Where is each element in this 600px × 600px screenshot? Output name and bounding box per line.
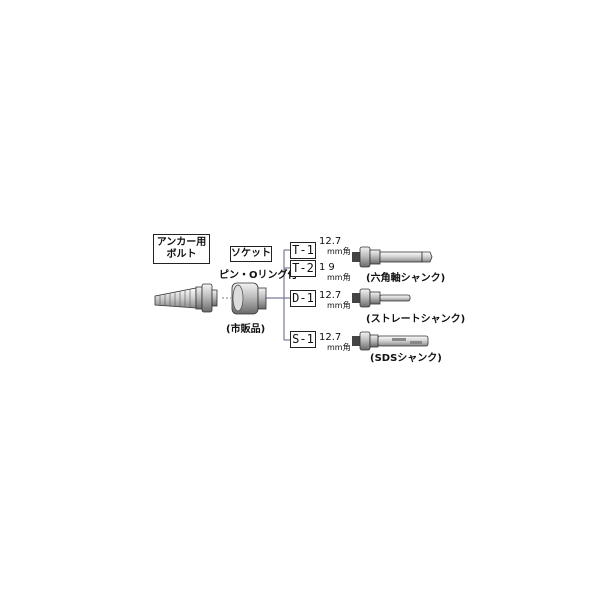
adapter-code-s1: S-1	[290, 331, 316, 348]
commercial-product-label: (市販品)	[226, 324, 266, 335]
socket-label-box: ソケット	[230, 246, 272, 262]
pin-oring-label: ピン・Oリング付	[219, 270, 298, 281]
sds-shank-illustration	[352, 331, 429, 351]
adapter-size-s1: 12.7	[319, 332, 342, 343]
sds-shank-label: (SDSシャンク)	[370, 353, 442, 364]
adapter-size-t2: 19	[319, 262, 338, 273]
adapter-unit-d1: mm角	[327, 301, 351, 310]
straight-shank-illustration	[352, 288, 411, 308]
socket-illustration	[222, 282, 267, 315]
anchor-bolt-label-line2: ボルト	[166, 248, 197, 260]
adapter-code-t1: T-1	[290, 242, 316, 259]
anchor-bolt-label-box: アンカー用 ボルト	[153, 234, 210, 264]
adapter-unit-t1: mm角	[327, 247, 351, 256]
adapter-size-d1: 12.7	[319, 290, 342, 301]
adapter-code-t2: T-2	[290, 260, 316, 277]
socket-label: ソケット	[231, 248, 271, 259]
hex-shank-illustration	[352, 246, 433, 268]
adapter-size-t1: 12.7	[319, 236, 342, 247]
connector-lines	[266, 249, 290, 341]
adapter-unit-s1: mm角	[327, 343, 351, 352]
anchor-bolt-label-line1: アンカー用	[156, 237, 207, 248]
adapter-unit-t2: mm角	[327, 273, 351, 282]
adapter-code-d1: D-1	[290, 290, 316, 307]
straight-shank-label: (ストレートシャンク)	[366, 314, 466, 325]
hex-shank-label: (六角軸シャンク)	[366, 273, 446, 284]
anchor-bolt-illustration	[154, 283, 218, 313]
